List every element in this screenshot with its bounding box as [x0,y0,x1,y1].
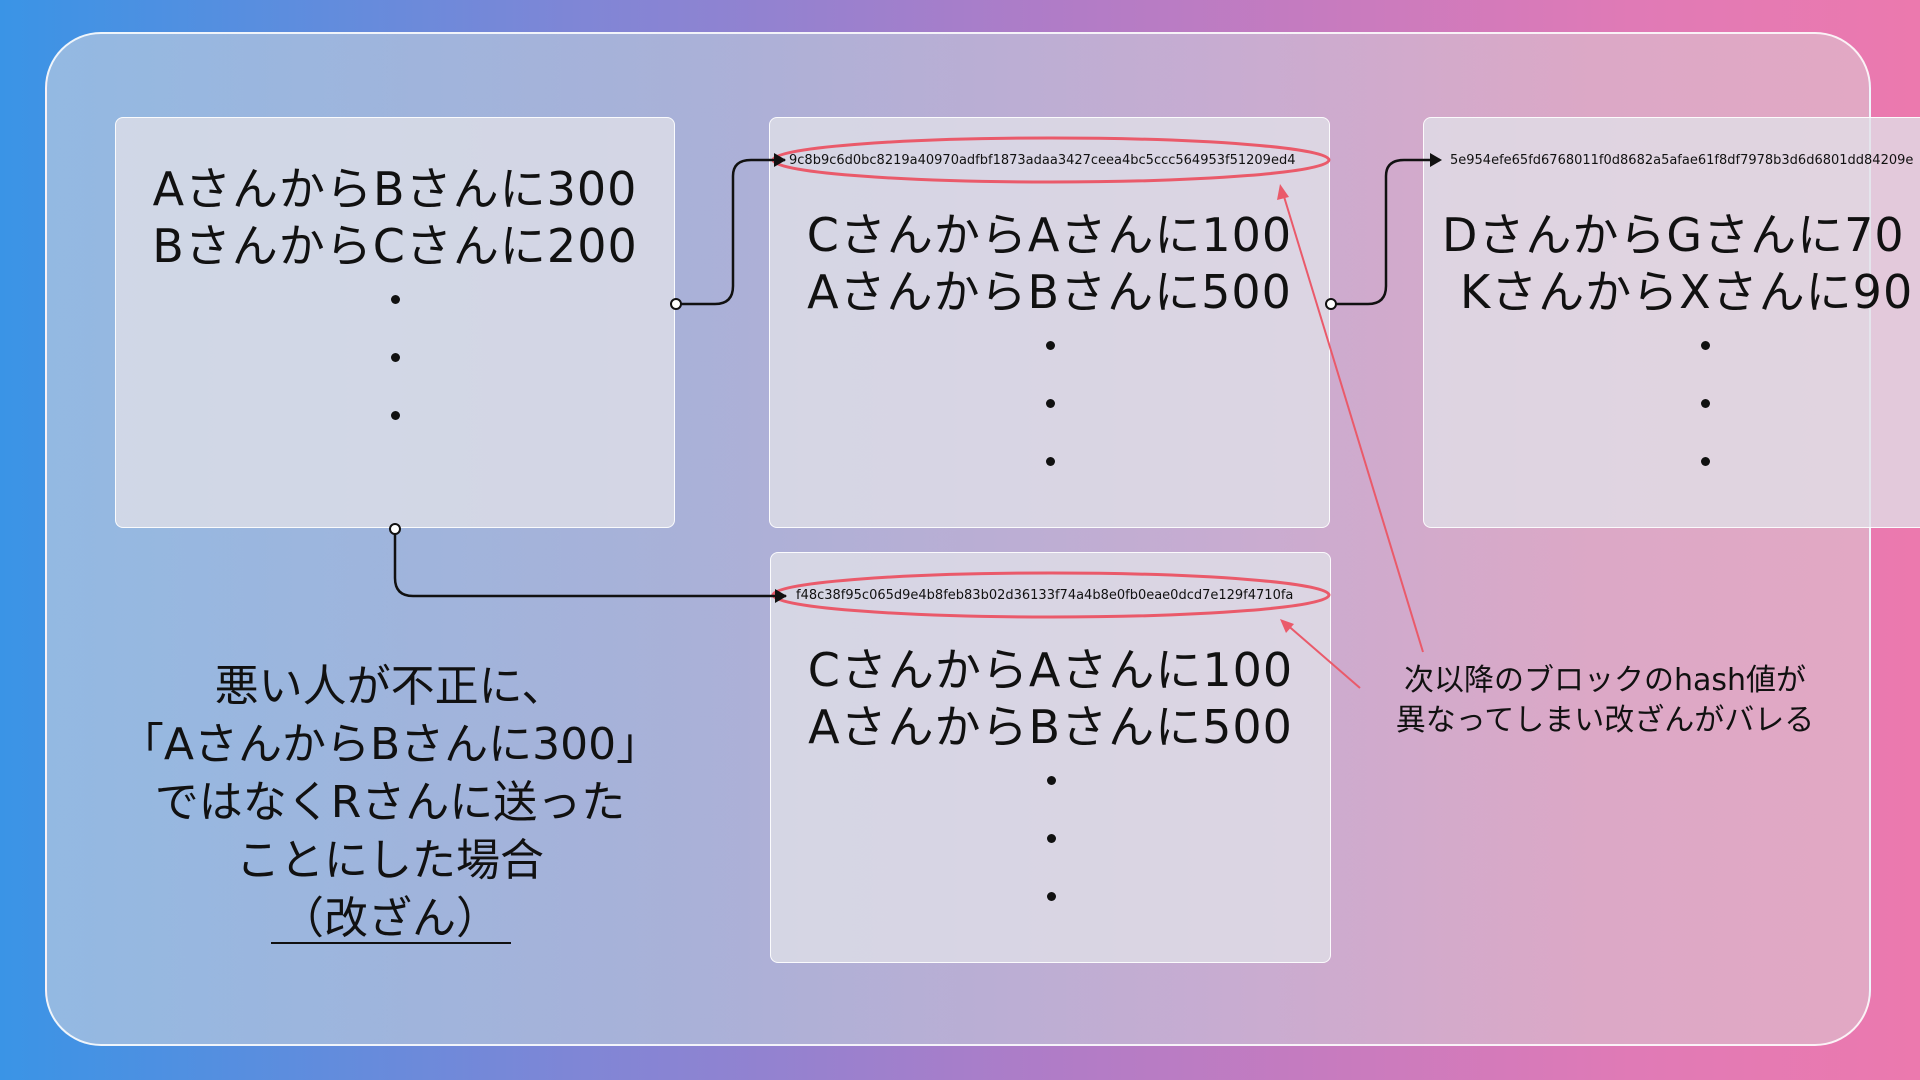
block-3-prev-hash: 5e954efe65fd6768011f0d8682a5afae61f8df79… [1450,153,1914,168]
ellipsis-dot [1701,341,1710,350]
ellipsis-dot [1046,341,1055,350]
detect-note-line: 異なってしまい改ざんがバレる [1395,703,1815,738]
block-3: 5e954efe65fd6768011f0d8682a5afae61f8df79… [1423,117,1920,528]
block-4-line-1: CさんからAさんに100 [807,643,1294,697]
ellipsis-dot [391,353,400,362]
block-2-line-1: CさんからAさんに100 [806,208,1293,262]
block-3-line-1: DさんからGさんに70 [1442,208,1905,262]
block-4: f48c38f95c065d9e4b8feb83b02d36133f74a4b8… [770,552,1331,963]
tamper-note: 悪い人が不正に、 「AさんからBさんに300」 ではなくRさんに送った ことにし… [110,658,670,948]
ellipsis-dot [1701,399,1710,408]
block-2-prev-hash: 9c8b9c6d0bc8219a40970adfbf1873adaa3427ce… [789,153,1296,168]
block-2: 9c8b9c6d0bc8219a40970adfbf1873adaa3427ce… [769,117,1330,528]
block-1-line-1: AさんからBさんに300 [152,162,638,216]
block-1-line-2: BさんからCさんに200 [152,219,638,273]
tamper-note-line: ではなくRさんに送った [154,777,626,828]
tamper-note-line: ことにした場合 [236,835,544,886]
block-1: AさんからBさんに300 BさんからCさんに200 [115,117,675,528]
detect-note-line: 次以降のブロックのhash値が [1403,663,1807,698]
ellipsis-dot [391,411,400,420]
ellipsis-dot [1046,399,1055,408]
block-4-prev-hash: f48c38f95c065d9e4b8feb83b02d36133f74a4b8… [796,588,1294,603]
ellipsis-dot [1046,457,1055,466]
ellipsis-dot [1047,834,1056,843]
tamper-note-line: （改ざん） [280,893,500,944]
ellipsis-dot [391,295,400,304]
block-3-line-2: KさんからXさんに90 [1460,265,1914,319]
detect-note: 次以降のブロックのhash値が 異なってしまい改ざんがバレる [1370,661,1840,741]
ellipsis-dot [1047,892,1056,901]
ellipsis-dot [1047,776,1056,785]
ellipsis-dot [1701,457,1710,466]
block-4-line-2: AさんからBさんに500 [808,700,1293,754]
tamper-note-line: 「AさんからBさんに300」 [119,719,661,770]
tamper-note-underline [271,942,511,944]
tamper-note-line: 悪い人が不正に、 [214,661,566,712]
block-2-line-2: AさんからBさんに500 [807,265,1292,319]
